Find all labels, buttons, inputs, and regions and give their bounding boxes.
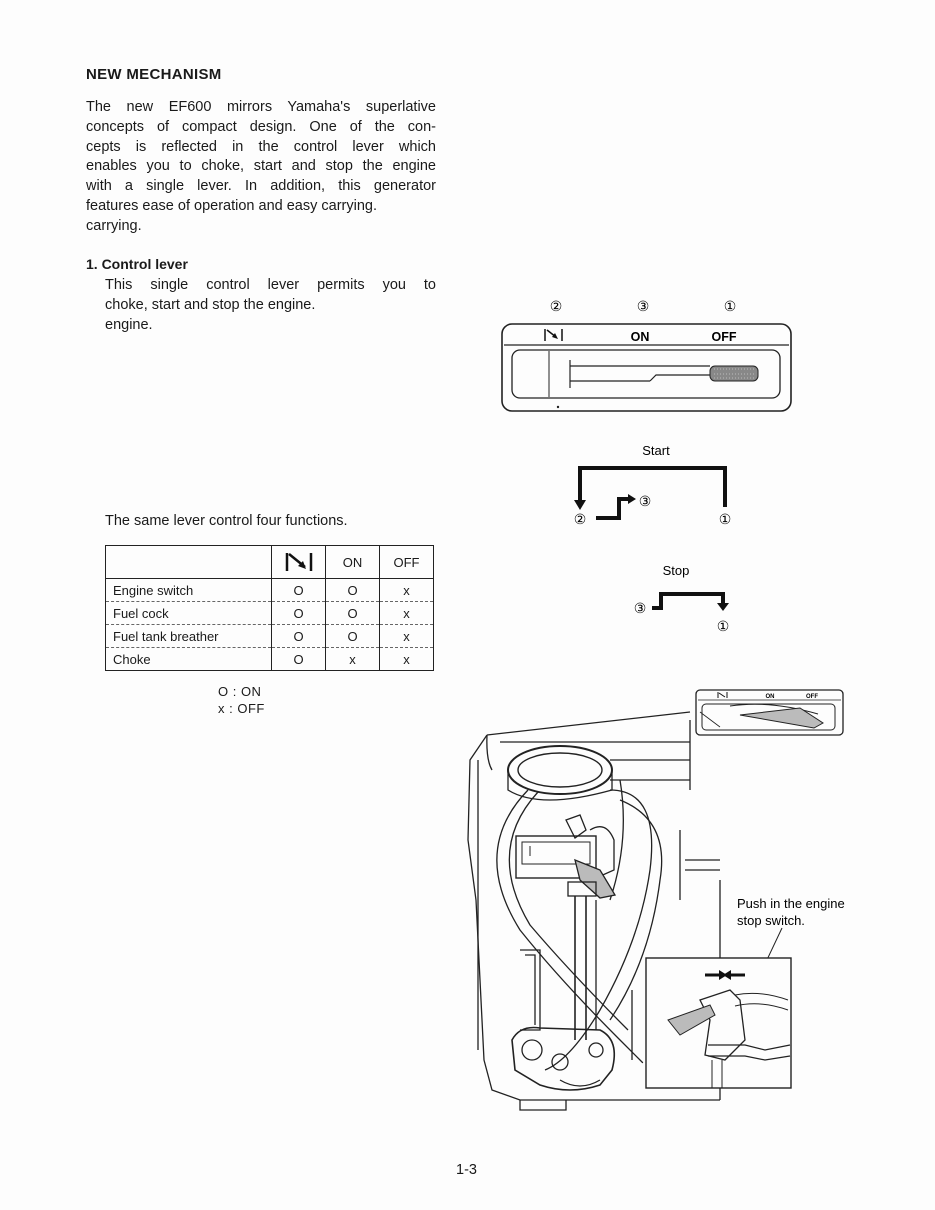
table-row: Fuel cock O O x [105,601,434,625]
inset-off-label: OFF [806,694,818,700]
position-number: ③ [634,600,647,616]
page-heading: NEW MECHANISM [86,66,222,83]
table-row-label: Choke [105,647,272,671]
position-number: ① [724,298,737,314]
generator-drawing [467,711,721,1111]
table-corner-cell [105,545,272,579]
intro-line: carrying. [86,217,142,234]
choke-header [271,545,326,579]
position-number: ③ [639,493,652,509]
table-header-cell: ON [325,545,380,579]
intro-line: The new EF600 mirrors Yamaha's superlati… [86,99,436,115]
intro-line: cepts is reflected in the control lever … [86,138,436,155]
panel-off-label: OFF [712,330,737,344]
table-cell: x [379,647,434,671]
section-title: 1. Control lever [86,256,188,272]
position-number: ② [550,298,563,314]
page-number: 1-3 [456,1162,477,1178]
inset-on-label: ON [766,694,775,700]
stop-sequence-diagram: Stop ③ ① [634,563,730,634]
legend-off: x : OFF [218,701,265,716]
section-line: This single control lever permits you to [105,277,436,293]
section-line: choke, start and stop the engine. [105,296,316,313]
table-header-row: ON OFF [105,545,434,579]
table-row: Choke O x x [105,647,434,671]
start-sequence-diagram: Start ② ③ ① [574,443,732,527]
inset-lever-panel: ON OFF [695,689,844,736]
table-intro: The same lever control four functions. [105,513,348,529]
choke-symbol-icon [285,553,312,571]
callout-line: Push in the engine [737,896,845,911]
table-row-label: Fuel tank breather [105,624,272,648]
table-cell: O [271,578,326,602]
intro-line: features ease of operation and easy carr… [86,197,377,214]
table-row: Fuel tank breather O O x [105,624,434,648]
callout-line: stop switch. [737,913,805,928]
table-cell: x [379,578,434,602]
intro-line: enables you to choke, start and stop the… [86,158,436,175]
table-cell: O [325,601,380,625]
stop-switch-inset [645,927,792,1089]
position-number: ① [717,618,730,634]
start-label: Start [642,443,670,458]
panel-on-label: ON [631,330,650,344]
position-number: ② [574,511,587,527]
position-number: ③ [637,298,650,314]
intro-line: concepts of compact design. One of the c… [86,118,436,135]
intro-paragraph: The new EF600 mirrors Yamaha's superlati… [86,98,436,237]
legend-on: O : ON [218,684,262,699]
table-row-label: Fuel cock [105,601,272,625]
table-legend: O : ON x : OFF [218,683,265,717]
section-paragraph: This single control lever permits you to… [105,276,436,335]
choke-symbol-icon [544,329,563,341]
stop-label: Stop [663,563,690,578]
position-number: ① [719,511,732,527]
function-table: ON OFF Engine switch O O x Fuel cock O O… [105,545,434,671]
table-cell: x [325,647,380,671]
section-line: engine. [105,316,153,333]
lever-panel-diagram: ② ③ ① ON OFF [501,298,792,412]
table-cell: O [271,647,326,671]
table-cell: O [271,624,326,648]
intro-line: with a single lever. In addition, this g… [86,178,436,195]
